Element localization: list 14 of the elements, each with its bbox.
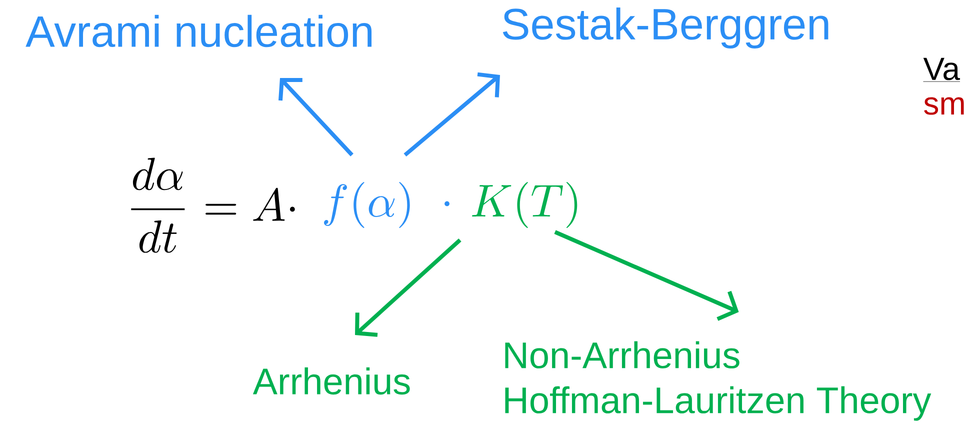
arrow <box>355 238 462 337</box>
arrow <box>554 230 739 321</box>
formula-term: $\cdot$ <box>444 201 450 206</box>
arrow <box>278 78 354 156</box>
formula-term: $f(\alpha)$ <box>324 182 410 228</box>
formula-term: $K(T)$ <box>472 182 578 228</box>
formula-term: $\frac{d\alpha}{dt}=A\cdot$ <box>131 158 295 253</box>
term-label: Sestak-Berggren <box>502 7 828 48</box>
note-text: sm <box>924 97 964 115</box>
term-label: Non-Arrhenius Hoffman-Lauritzen Theory <box>505 341 932 421</box>
term-label: Arrhenius <box>252 367 410 395</box>
term-label: Avrami nucleation <box>26 14 372 48</box>
note-text: Va <box>923 58 960 82</box>
arrow <box>404 72 500 157</box>
